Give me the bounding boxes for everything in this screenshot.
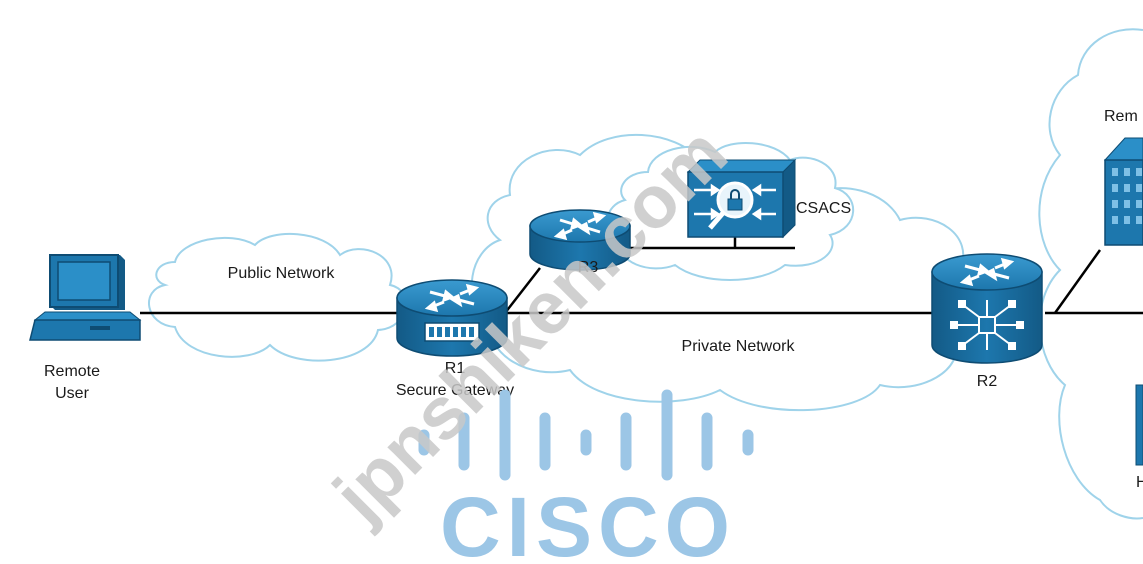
link-r2-remote (1053, 249, 1102, 314)
r2-router-icon (931, 253, 1043, 364)
csacs-server-icon (686, 158, 797, 239)
r3-label: R3 (578, 259, 599, 276)
link-r1-r3 (504, 267, 541, 314)
r1-secure-gateway-label: Secure Gateway (396, 382, 514, 399)
r2-label: R2 (977, 373, 998, 390)
r1-router-icon (396, 279, 508, 357)
remote-user-label-line2: User (55, 385, 89, 402)
csacs-label: CSACS (796, 200, 851, 217)
remote-site-cloud (1038, 28, 1143, 520)
remote-site-building-icon (1103, 137, 1143, 246)
public-network-cloud (148, 232, 407, 362)
remote-user-pc-icon (29, 254, 142, 341)
r1-label: R1 (445, 360, 466, 377)
cisco-logo-bars (418, 389, 754, 481)
host-label: H (1136, 474, 1143, 491)
cisco-logo-text: CISCO (440, 480, 736, 564)
remote-user-label-line1: Remote (44, 363, 100, 380)
public-network-label: Public Network (228, 265, 336, 282)
remote-site-label: Rem (1104, 108, 1138, 125)
r3-router-icon (529, 209, 631, 271)
host-device-icon (1135, 384, 1143, 466)
links (140, 236, 1143, 315)
private-network-label: Private Network (682, 338, 796, 355)
